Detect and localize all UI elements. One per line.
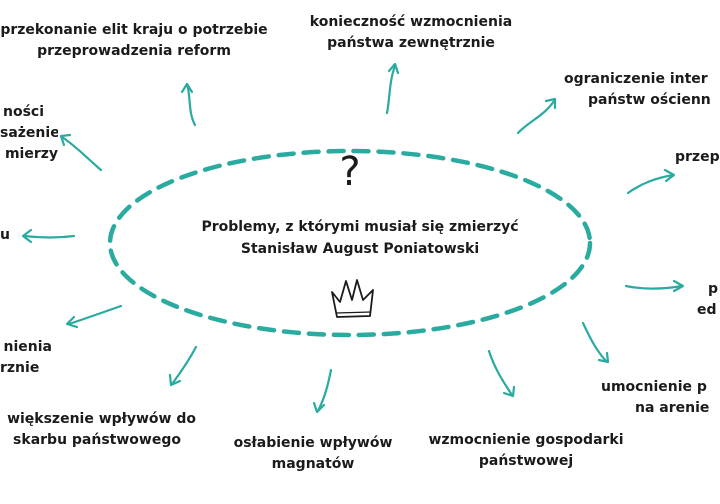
label-right-1-line-1: przep bbox=[675, 149, 720, 165]
arrow-bottom-left-head bbox=[168, 373, 182, 387]
arrow-bottom-right-head bbox=[597, 351, 610, 364]
label-left-4-line-1: nienia bbox=[3, 339, 52, 355]
label-top-right: ograniczenie inter państw ościenn bbox=[564, 69, 720, 111]
arrow-right-2-head bbox=[672, 279, 685, 293]
label-left-2-line-1: u bbox=[0, 227, 9, 243]
arrow-right-1-head bbox=[663, 168, 676, 183]
arrow-top-left-head bbox=[180, 82, 194, 94]
label-top-line-2: państwa zewnętrznie bbox=[327, 35, 495, 51]
arrow-bottom-right bbox=[581, 321, 608, 363]
label-bottom-left-line-1: większenie wpływów do bbox=[7, 411, 196, 427]
arrow-top-right bbox=[516, 99, 556, 135]
arrow-left-4 bbox=[67, 304, 123, 326]
label-left-4: nienia rznie bbox=[0, 337, 52, 379]
label-top-left-line-2: przeprowadzenia reform bbox=[37, 43, 231, 59]
label-right-2-line-2: ed bbox=[697, 302, 717, 318]
crown-base-icon bbox=[335, 311, 372, 314]
label-top-line-1: konieczność wzmocnienia bbox=[309, 14, 513, 30]
label-bottom-2-line-1: wzmocnienie gospodarki bbox=[428, 432, 624, 448]
label-left-1: ności sażenie mierzy bbox=[0, 102, 58, 165]
label-top: konieczność wzmocnienia państwa zewnętrz… bbox=[296, 12, 526, 54]
label-right-1: przep bbox=[675, 147, 720, 168]
arrow-bottom-2 bbox=[487, 349, 514, 397]
arrow-bottom-2-head bbox=[502, 385, 516, 398]
label-bottom-3: osłabienie wpływów magnatów bbox=[220, 433, 406, 475]
label-left-1-line-3: mierzy bbox=[4, 146, 58, 162]
label-left-1-line-2: sażenie bbox=[0, 125, 58, 141]
arrow-bottom-3 bbox=[316, 368, 333, 413]
arrow-left-2 bbox=[22, 234, 76, 239]
label-top-right-line-1: ograniczenie inter bbox=[564, 71, 708, 87]
central-ellipse bbox=[107, 148, 593, 338]
arrow-right-1 bbox=[626, 173, 675, 195]
arrow-left-2-head bbox=[21, 228, 33, 244]
question-mark: ? bbox=[339, 149, 361, 195]
label-left-2: u bbox=[0, 225, 9, 246]
crown-icon bbox=[331, 279, 374, 318]
arrow-top bbox=[385, 64, 397, 115]
central-title-line-2: Stanisław August Poniatowski bbox=[240, 241, 480, 257]
label-bottom-right-line-1: umocnienie p bbox=[601, 379, 707, 395]
arrow-bottom-left bbox=[170, 345, 198, 386]
arrow-bottom-3-head bbox=[312, 401, 326, 414]
label-left-1-line-1: ności bbox=[2, 104, 44, 120]
label-top-right-line-2: państw ościenn bbox=[588, 92, 711, 108]
arrow-left-4-head bbox=[65, 315, 79, 329]
central-title-line-1: Problemy, z którymi musiał się zmierzyć bbox=[201, 219, 519, 235]
central-title: Problemy, z którymi musiał się zmierzyć … bbox=[175, 216, 545, 260]
label-bottom-3-line-2: magnatów bbox=[271, 456, 355, 472]
arrow-left-1-head bbox=[59, 133, 72, 147]
label-right-2: p ed bbox=[697, 279, 720, 321]
arrow-right-2 bbox=[624, 284, 684, 290]
label-bottom-right: umocnienie p na arenie bbox=[601, 377, 720, 419]
label-top-left: przekonanie elit kraju o potrzebie przep… bbox=[0, 20, 294, 62]
label-left-4-line-2: rznie bbox=[0, 360, 40, 376]
label-bottom-right-line-2: na arenie bbox=[635, 400, 710, 416]
label-bottom-left-line-2: skarbu państwowego bbox=[13, 432, 181, 448]
arrow-left-1 bbox=[60, 135, 103, 172]
label-bottom-left: większenie wpływów do skarbu państwowego bbox=[0, 409, 196, 451]
label-bottom-2: wzmocnienie gospodarki państwowej bbox=[416, 430, 636, 472]
arrow-top-head bbox=[387, 62, 400, 75]
label-bottom-3-line-1: osłabienie wpływów bbox=[233, 435, 393, 451]
label-right-2-line-1: p bbox=[708, 281, 719, 297]
label-bottom-2-line-2: państwowej bbox=[478, 453, 574, 469]
arrow-top-right-head bbox=[544, 97, 557, 110]
label-top-left-line-1: przekonanie elit kraju o potrzebie bbox=[0, 22, 268, 38]
